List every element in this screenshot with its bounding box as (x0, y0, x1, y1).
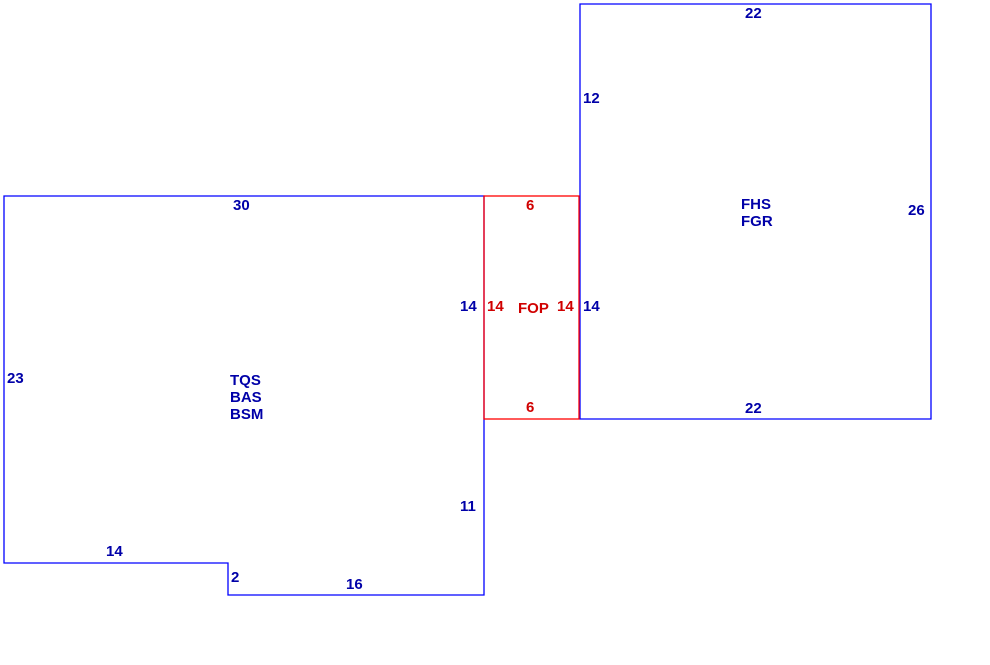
upper-left-upper-dim: 12 (583, 90, 600, 107)
upper-left-lower-dim: 14 (583, 298, 600, 315)
porch-code: FOP (518, 300, 549, 317)
main-bottom-right-dim: 16 (346, 576, 363, 593)
upper-code-1: FHS (741, 196, 771, 213)
upper-right-dim: 26 (908, 202, 925, 219)
main-step-dim: 2 (231, 569, 239, 586)
upper-area-outline (579, 3, 932, 420)
porch-top-dim: 6 (526, 197, 534, 214)
upper-code-2: FGR (741, 213, 773, 230)
upper-top-dim: 22 (745, 5, 762, 22)
main-right-upper-dim: 14 (460, 298, 477, 315)
main-left-dim: 23 (7, 370, 24, 387)
main-right-lower-dim: 11 (460, 498, 476, 515)
porch-left-dim: 14 (487, 298, 504, 315)
main-bottom-left-dim: 14 (106, 543, 123, 560)
main-code-2: BAS (230, 389, 262, 406)
porch-bottom-dim: 6 (526, 399, 534, 416)
upper-bottom-dim: 22 (745, 400, 762, 417)
main-code-1: TQS (230, 372, 261, 389)
main-top-dim: 30 (233, 197, 250, 214)
porch-outline (483, 195, 580, 420)
porch-right-dim: 14 (557, 298, 574, 315)
main-code-3: BSM (230, 406, 263, 423)
